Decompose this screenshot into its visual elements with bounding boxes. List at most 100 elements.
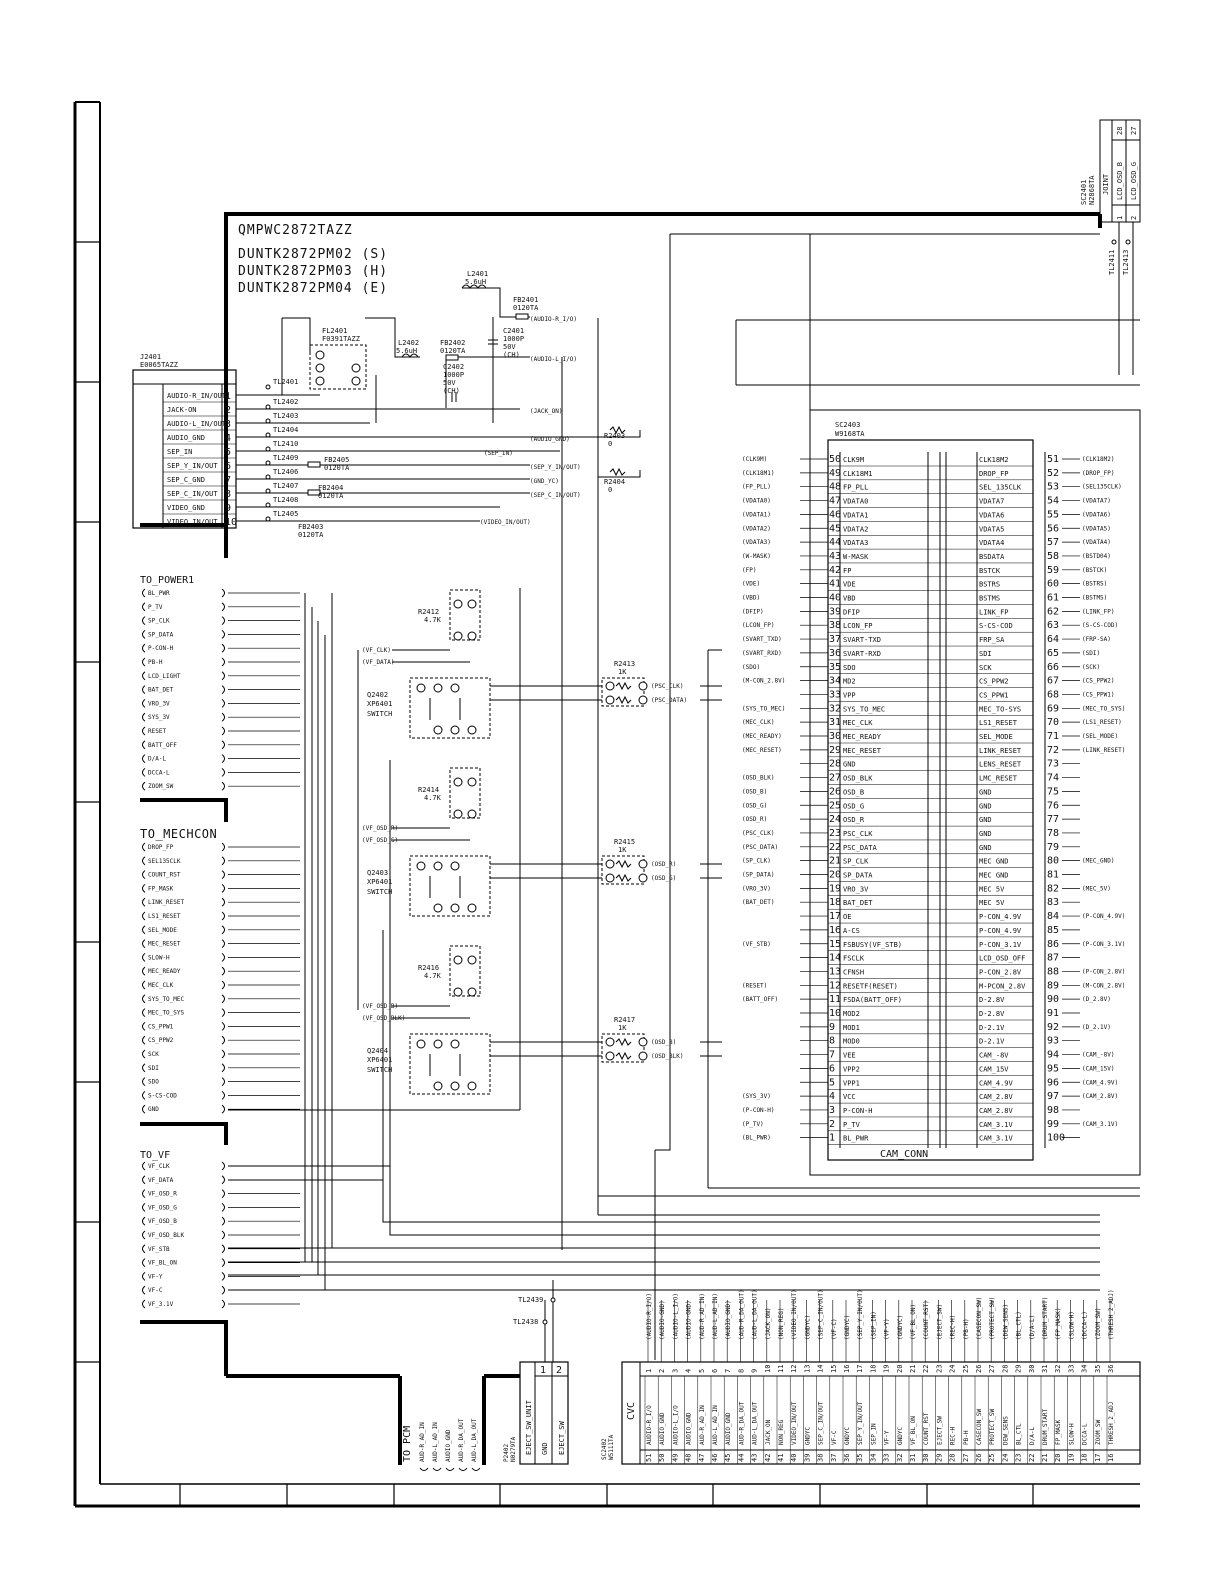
cam-conn-left-net: (SDO) (742, 664, 760, 671)
to_mechcon-pin-fp-mask: FP_MASK (148, 885, 174, 892)
cvc-pin-num-top: 25 (962, 1365, 970, 1373)
connector-pin-symbol (142, 726, 146, 736)
cam-conn-left-net: (SVART_RXD) (742, 650, 782, 657)
j2401-pin-num: 4 (225, 433, 231, 444)
cam-conn-right-pin-num: 97 (1047, 1091, 1059, 1102)
cam-conn-left-net: (RESET) (742, 982, 767, 989)
cam-conn-left-net: (W-MASK) (742, 553, 771, 560)
cam-conn-right-net: (SDI) (1082, 650, 1100, 657)
cvc-pin-num-bottom: 23 (1015, 1454, 1023, 1462)
cam-conn-right-pin-num: 87 (1047, 953, 1059, 964)
cam-conn-left-pin-name: MEC_CLK (843, 719, 873, 727)
cam-conn-left-pin-num: 1 (829, 1133, 835, 1144)
cam-conn-left-pin-num: 39 (829, 606, 841, 617)
cvc-pin-net: (AUD-R_DA_OUT) (738, 1289, 745, 1340)
cvc-pin-net: (VF-Y) (884, 1318, 891, 1340)
connector-pin-symbol (142, 1104, 146, 1114)
cam-conn-left-pin-num: 23 (829, 828, 841, 839)
cam-conn-right-net: (DROP_FP) (1082, 470, 1115, 477)
cvc-pin-num-bottom: 26 (975, 1454, 983, 1462)
l2401-value: 5.6uH (465, 278, 486, 286)
testpoint-label: TL2408 (273, 496, 298, 504)
cam-conn-left-pin-name: VPP (843, 691, 856, 699)
fb2404-ref: FB2404 (318, 484, 343, 492)
connector-pin-symbol (221, 588, 225, 598)
pullup-resistor-ref: R2412 (418, 608, 439, 616)
cam-conn-left-net: (VDATA2) (742, 525, 771, 532)
connector-pin-symbol (221, 870, 225, 879)
cam-conn-left-net: (SP_CLK) (742, 858, 771, 865)
cvc-pin-num-top: 9 (751, 1369, 759, 1373)
cam-conn-right-pin-num: 69 (1047, 703, 1059, 714)
cam-conn-left-pin-num: 10 (829, 1008, 841, 1019)
switch-output-net: (OSD_R) (651, 861, 676, 868)
cam-conn-right-net: (SCK) (1082, 664, 1100, 671)
cvc-pin-net: (SLOW-H) (1068, 1311, 1075, 1340)
fb2403-value: 0120TA (298, 531, 324, 539)
cam-conn-left-pin-num: 24 (829, 814, 841, 825)
cvc-pin-net: (GNDYC) (897, 1315, 904, 1340)
connector-pin-symbol (142, 1063, 146, 1073)
j2401-pin-num: 3 (225, 419, 231, 430)
board-outline (224, 212, 1102, 1465)
cam-conn-right-pin-num: 65 (1047, 648, 1059, 659)
testpoint-marker (265, 474, 271, 480)
cam-conn-right-pin-name: VDATA5 (979, 525, 1004, 533)
connector-pin-symbol (221, 1022, 225, 1031)
cvc-pin-name: FP_MASK (1055, 1419, 1062, 1445)
cam-conn-left-pin-num: 13 (829, 966, 841, 977)
cam-conn-left-pin-num: 4 (829, 1091, 835, 1102)
to-mechcon-block: TO_MECHCON DROP_FPSEL135CLKCOUNT_RSTFP_M… (140, 827, 300, 1114)
cvc-pin-net: (SEP_C_IN/OUT) (818, 1289, 825, 1340)
cam-conn-right-net: (SEL_MODE) (1082, 733, 1118, 740)
joint-pin-2-name: LCD_OSD_G (1130, 162, 1138, 200)
cvc-pin-num-top: 13 (803, 1365, 811, 1373)
cam-conn-left-pin-num: 29 (829, 745, 841, 756)
cam-conn-left-pin-name: W-MASK (843, 553, 869, 561)
cam-conn-left-pin-name: MOD0 (843, 1038, 860, 1046)
cam-conn-right-net: (D_2.8V) (1082, 996, 1111, 1003)
cam-conn-left-pin-num: 12 (829, 980, 841, 991)
cvc-pin-num-top: 22 (922, 1365, 930, 1373)
cam-conn-left-pin-name: MOD1 (843, 1024, 860, 1032)
c2401-ref: C2401 (503, 327, 524, 335)
to_vf-pin-vf-data: VF_DATA (148, 1177, 174, 1184)
cvc-pin-num-top: 19 (883, 1365, 891, 1373)
switch-block-q2404: R24164.7KQ2404XP6401SWITCHR24171K(VF_OSD… (362, 945, 722, 1095)
cvc-pin-num-bottom: 47 (698, 1454, 706, 1462)
cam-conn-left-net: (SVART_TXD) (742, 636, 782, 643)
to_mechcon-pin-slow-h: SLOW-H (148, 954, 170, 961)
cam-conn-left-pin-name: MEC_READY (843, 733, 882, 741)
cvc-pin-name: JACK_ON (765, 1419, 772, 1445)
transistor-ref: Q2403 (367, 869, 388, 877)
switch-block-q2403: R24144.7KQ2403XP6401SWITCHR24151K(VF_OSD… (362, 767, 722, 917)
transistor-part: XP6401 (367, 878, 392, 886)
to_mechcon-pin-cs-ppw2: CS_PPW2 (148, 1037, 174, 1044)
cam-conn-right-net: (CS_PPW2) (1082, 678, 1115, 685)
eject-title: EJECT_SW_UNIT (525, 1399, 533, 1455)
j2401-pin-name: SEP_Y_IN/OUT (167, 462, 218, 470)
eject-pin-2-name: EJECT_SW (558, 1420, 566, 1455)
fb2405-ref: FB2405 (324, 456, 349, 464)
cam-conn-left-pin-num: 33 (829, 689, 841, 700)
cam-conn-ref: SC2403 (835, 421, 860, 429)
cvc-pin-name: THRESH_2_ADJ (1108, 1402, 1115, 1445)
cam-conn-right-net: (P-CON_2.8V) (1082, 968, 1125, 975)
cam-conn-right-pin-name: MEC_TO-SYS (979, 705, 1021, 713)
cvc-pin-num-top: 28 (1001, 1365, 1009, 1373)
fb2402-value: 0120TA (440, 347, 466, 355)
cam-conn-left-pin-name: VDATA3 (843, 539, 868, 547)
cam-conn-left-pin-name: VEE (843, 1052, 856, 1060)
r2403-value: 0 (608, 440, 612, 448)
front-end-parts: FL2401 F0391TAZZ L2401 5.6uH L2402 5.6uH… (298, 270, 626, 539)
cam-conn-left-net: (VDATA3) (742, 539, 771, 546)
cvc-pin-net: (GNDYC) (844, 1315, 851, 1340)
cam-conn-right-pin-name: P-CON_2.8V (979, 968, 1022, 976)
cam-conn-right-pin-name: D-2.1V (979, 1024, 1005, 1032)
cam-conn-left-pin-num: 49 (829, 468, 841, 479)
to_power-pin-d-a-l: D/A-L (148, 756, 166, 763)
r2403-ref: R2403 (604, 432, 625, 440)
cvc-pin-net: (VIDEO_IN/OUT) (791, 1289, 798, 1340)
cvc-pin-num-bottom: 50 (658, 1454, 666, 1462)
